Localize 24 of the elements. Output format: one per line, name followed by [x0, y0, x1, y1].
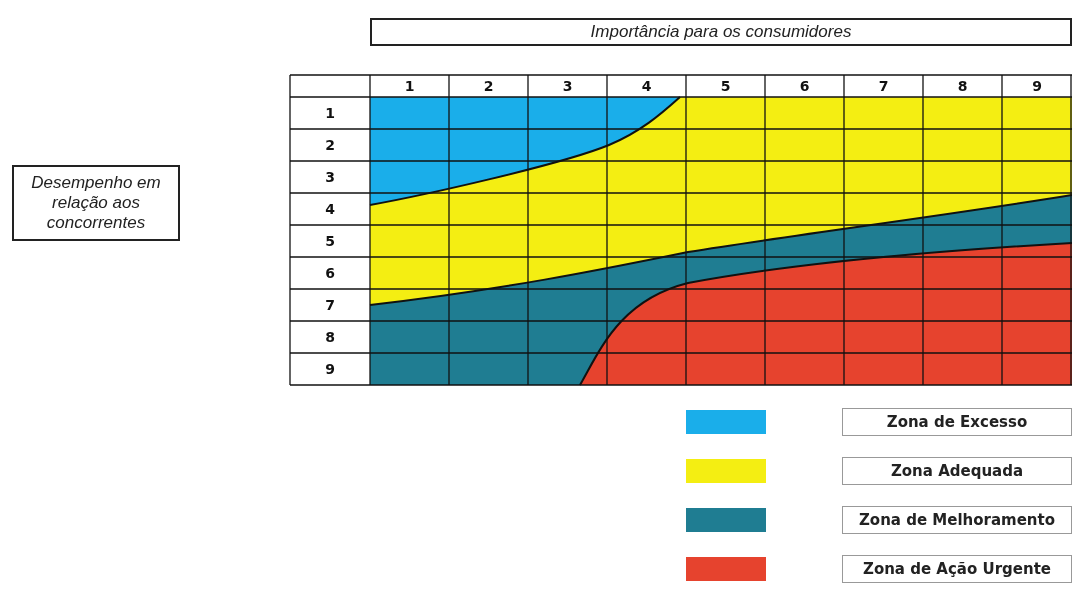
row-number: 3 — [324, 168, 336, 187]
legend-label: Zona Adequada — [842, 457, 1072, 485]
axis-title: Desempenho em relação aos concorrentes — [12, 165, 180, 241]
column-number: 3 — [561, 77, 574, 96]
row-number: 1 — [324, 104, 336, 123]
row-number: 5 — [324, 232, 336, 251]
row-number: 9 — [324, 360, 336, 379]
legend-label: Zona de Excesso — [842, 408, 1072, 436]
column-number: 1 — [403, 77, 416, 96]
column-number: 9 — [1031, 77, 1043, 96]
column-number: 5 — [719, 77, 732, 96]
row-number: 4 — [324, 200, 336, 219]
legend-label: Zona de Ação Urgente — [842, 555, 1072, 583]
axis-title: Importância para os consumidores — [370, 18, 1072, 46]
legend-label: Zona de Melhoramento — [842, 506, 1072, 534]
column-number: 4 — [640, 77, 653, 96]
column-number: 8 — [956, 77, 969, 96]
row-number: 7 — [324, 296, 336, 315]
column-number: 6 — [798, 77, 811, 96]
column-number: 7 — [877, 77, 890, 96]
row-number: 8 — [324, 328, 336, 347]
row-number: 2 — [324, 136, 336, 155]
column-number: 2 — [482, 77, 495, 96]
row-number: 6 — [324, 264, 336, 283]
